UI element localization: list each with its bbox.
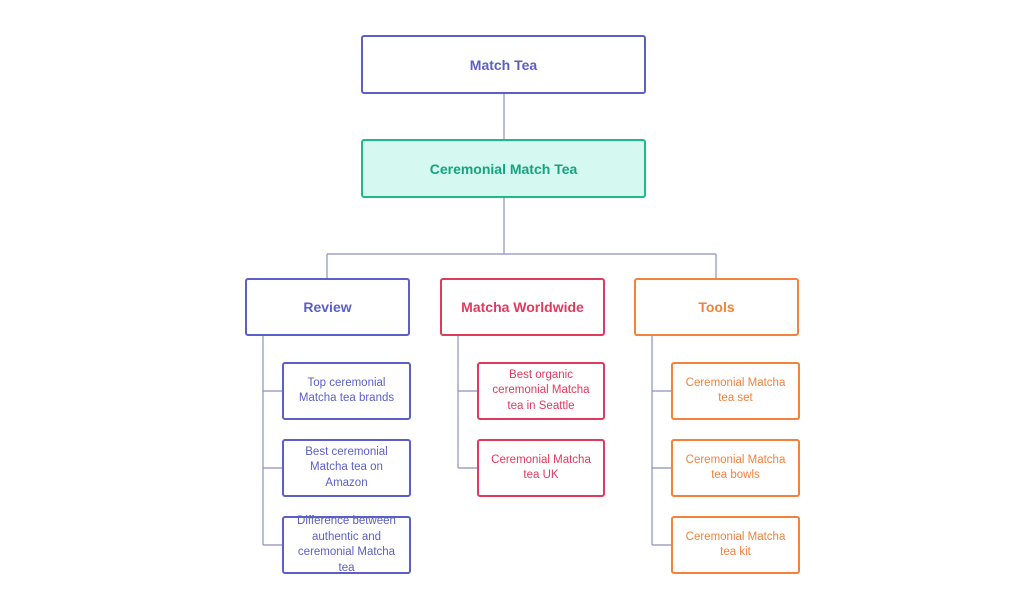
worldwide-child-label: Ceremonial Matcha tea UK [491, 453, 591, 482]
ceremonial-node[interactable]: Ceremonial Match Tea [361, 139, 646, 198]
root-node-label: Match Tea [469, 56, 538, 73]
review-child-node[interactable]: Best ceremonial Matcha tea on Amazon [282, 439, 411, 497]
matcha-worldwide-node-label: Matcha Worldwide [461, 299, 584, 315]
review-child-label: Best ceremonial Matcha tea on Amazon [305, 445, 388, 489]
review-child-label: Top ceremonial Matcha tea brands [298, 376, 395, 405]
matcha-worldwide-node[interactable]: Matcha Worldwide [440, 278, 605, 336]
tools-child-label: Ceremonial Matcha tea set [685, 376, 786, 405]
review-child-label: Difference between authentic and ceremon… [297, 515, 396, 574]
review-child-node[interactable]: Top ceremonial Matcha tea brands [282, 362, 411, 420]
ceremonial-node-label: Ceremonial Match Tea [429, 160, 578, 177]
tools-child-node[interactable]: Ceremonial Matcha tea set [671, 362, 800, 420]
review-child-node[interactable]: Difference between authentic and ceremon… [282, 515, 411, 574]
worldwide-child-node[interactable]: Best organic ceremonial Matcha tea in Se… [477, 362, 605, 420]
tools-child-node[interactable]: Ceremonial Matcha tea kit [671, 516, 800, 574]
tools-child-label: Ceremonial Matcha tea kit [685, 530, 786, 559]
review-node-label: Review [303, 299, 352, 315]
worldwide-child-node[interactable]: Ceremonial Matcha tea UK [477, 439, 605, 497]
root-node[interactable]: Match Tea [361, 35, 646, 94]
tools-node-label: Tools [698, 299, 735, 315]
tools-node[interactable]: Tools [634, 278, 799, 336]
tools-child-node[interactable]: Ceremonial Matcha tea bowls [671, 439, 800, 497]
tools-child-label: Ceremonial Matcha tea bowls [685, 453, 786, 482]
worldwide-child-label: Best organic ceremonial Matcha tea in Se… [492, 368, 590, 412]
review-node[interactable]: Review [245, 278, 410, 336]
